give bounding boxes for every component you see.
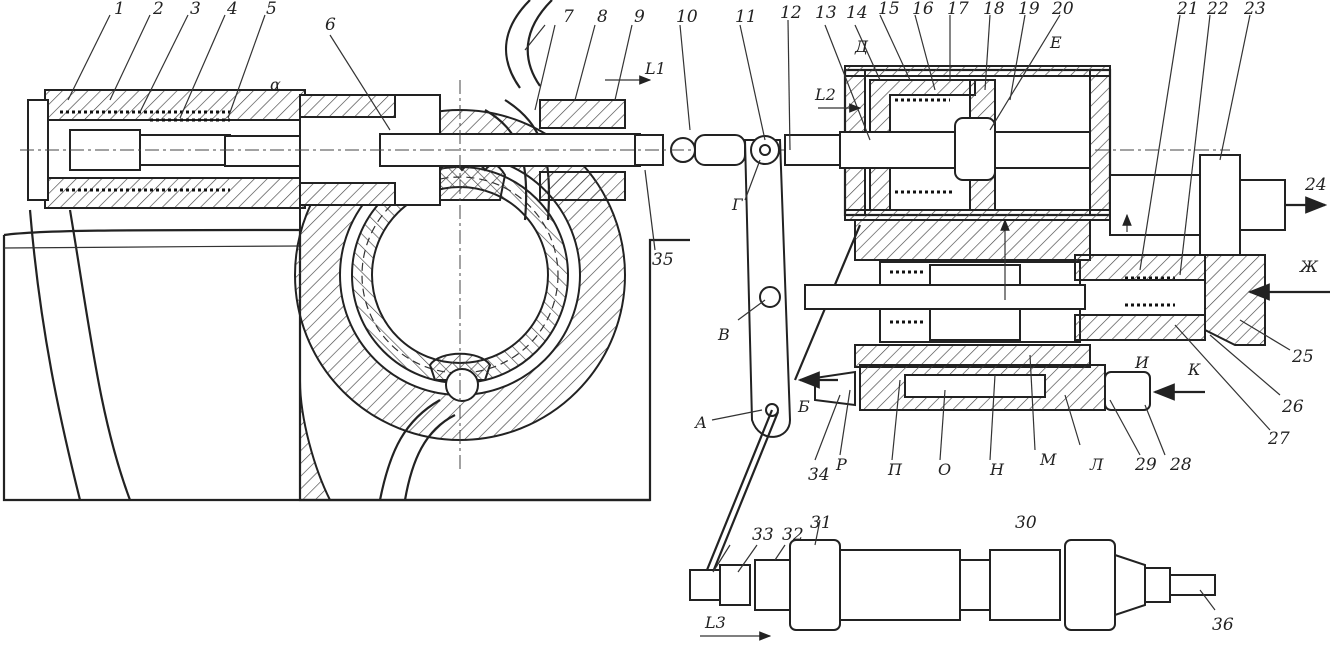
label-16: 16 (912, 0, 934, 19)
label-22: 22 (1206, 0, 1229, 19)
label-17: 17 (947, 0, 969, 19)
steering-shaft-assembly (20, 80, 1230, 470)
label-G: Г (731, 195, 744, 214)
label-19: 19 (1018, 0, 1040, 19)
label-24: 24 (1304, 175, 1327, 195)
label-7: 7 (563, 7, 574, 27)
label-N: Н (989, 460, 1005, 479)
label-A: А (694, 413, 707, 432)
label-27: 27 (1267, 429, 1290, 449)
label-30: 30 (1015, 513, 1037, 533)
label-28: 28 (1169, 455, 1192, 475)
label-4: 4 (226, 0, 238, 19)
label-L: Л (1089, 455, 1104, 474)
label-18: 18 (983, 0, 1005, 19)
dim-L1: L1 (644, 59, 666, 78)
dim-L2: L2 (814, 85, 836, 104)
label-23: 23 (1243, 0, 1266, 19)
dim-L3: L3 (704, 613, 726, 632)
dimension-marks (605, 75, 1132, 641)
power-booster-cylinder (839, 65, 1328, 256)
label-20: 20 (1051, 0, 1074, 19)
angle-alpha: α (270, 75, 281, 94)
label-Zh: Ж (1299, 257, 1319, 276)
label-P: П (887, 460, 903, 479)
label-2: 2 (152, 0, 164, 19)
label-10: 10 (676, 7, 698, 27)
label-D: Д (854, 37, 869, 56)
label-26: 26 (1281, 397, 1304, 417)
port-letter-labels: А Б В Г Д Е Ж И К Л М Н О П Р (694, 33, 1319, 479)
label-21: 21 (1176, 0, 1199, 19)
label-14: 14 (846, 3, 868, 23)
label-V: В (717, 325, 730, 344)
label-36: 36 (1212, 615, 1234, 635)
pitman-lever (694, 134, 862, 573)
label-K: К (1187, 360, 1201, 379)
part-number-labels: 1 2 3 4 5 6 7 8 9 10 11 12 13 14 15 16 1… (114, 0, 1327, 635)
label-33: 33 (752, 525, 774, 545)
slave-cylinder (689, 539, 1216, 631)
label-29: 29 (1134, 455, 1157, 475)
label-34: 34 (808, 465, 830, 485)
label-11: 11 (735, 7, 757, 27)
label-15: 15 (878, 0, 900, 19)
label-B-soft: Б (797, 397, 810, 416)
dimension-labels: L1 L2 L3 α (270, 59, 836, 632)
label-O: О (938, 460, 951, 479)
label-9: 9 (634, 7, 645, 27)
leader-lines (67, 14, 1291, 611)
label-3: 3 (190, 0, 201, 19)
label-R: Р (835, 455, 847, 474)
label-E: Е (1049, 33, 1062, 52)
label-13: 13 (815, 3, 837, 23)
label-31: 31 (810, 513, 832, 533)
control-valve-body (797, 219, 1330, 411)
label-35: 35 (652, 250, 674, 270)
label-12: 12 (780, 3, 802, 23)
label-25: 25 (1291, 347, 1314, 367)
label-8: 8 (597, 7, 608, 27)
label-1: 1 (114, 0, 125, 19)
label-I: И (1134, 353, 1150, 372)
label-6: 6 (325, 15, 336, 35)
label-M: М (1039, 450, 1057, 469)
label-5: 5 (266, 0, 277, 19)
label-32: 32 (782, 525, 804, 545)
